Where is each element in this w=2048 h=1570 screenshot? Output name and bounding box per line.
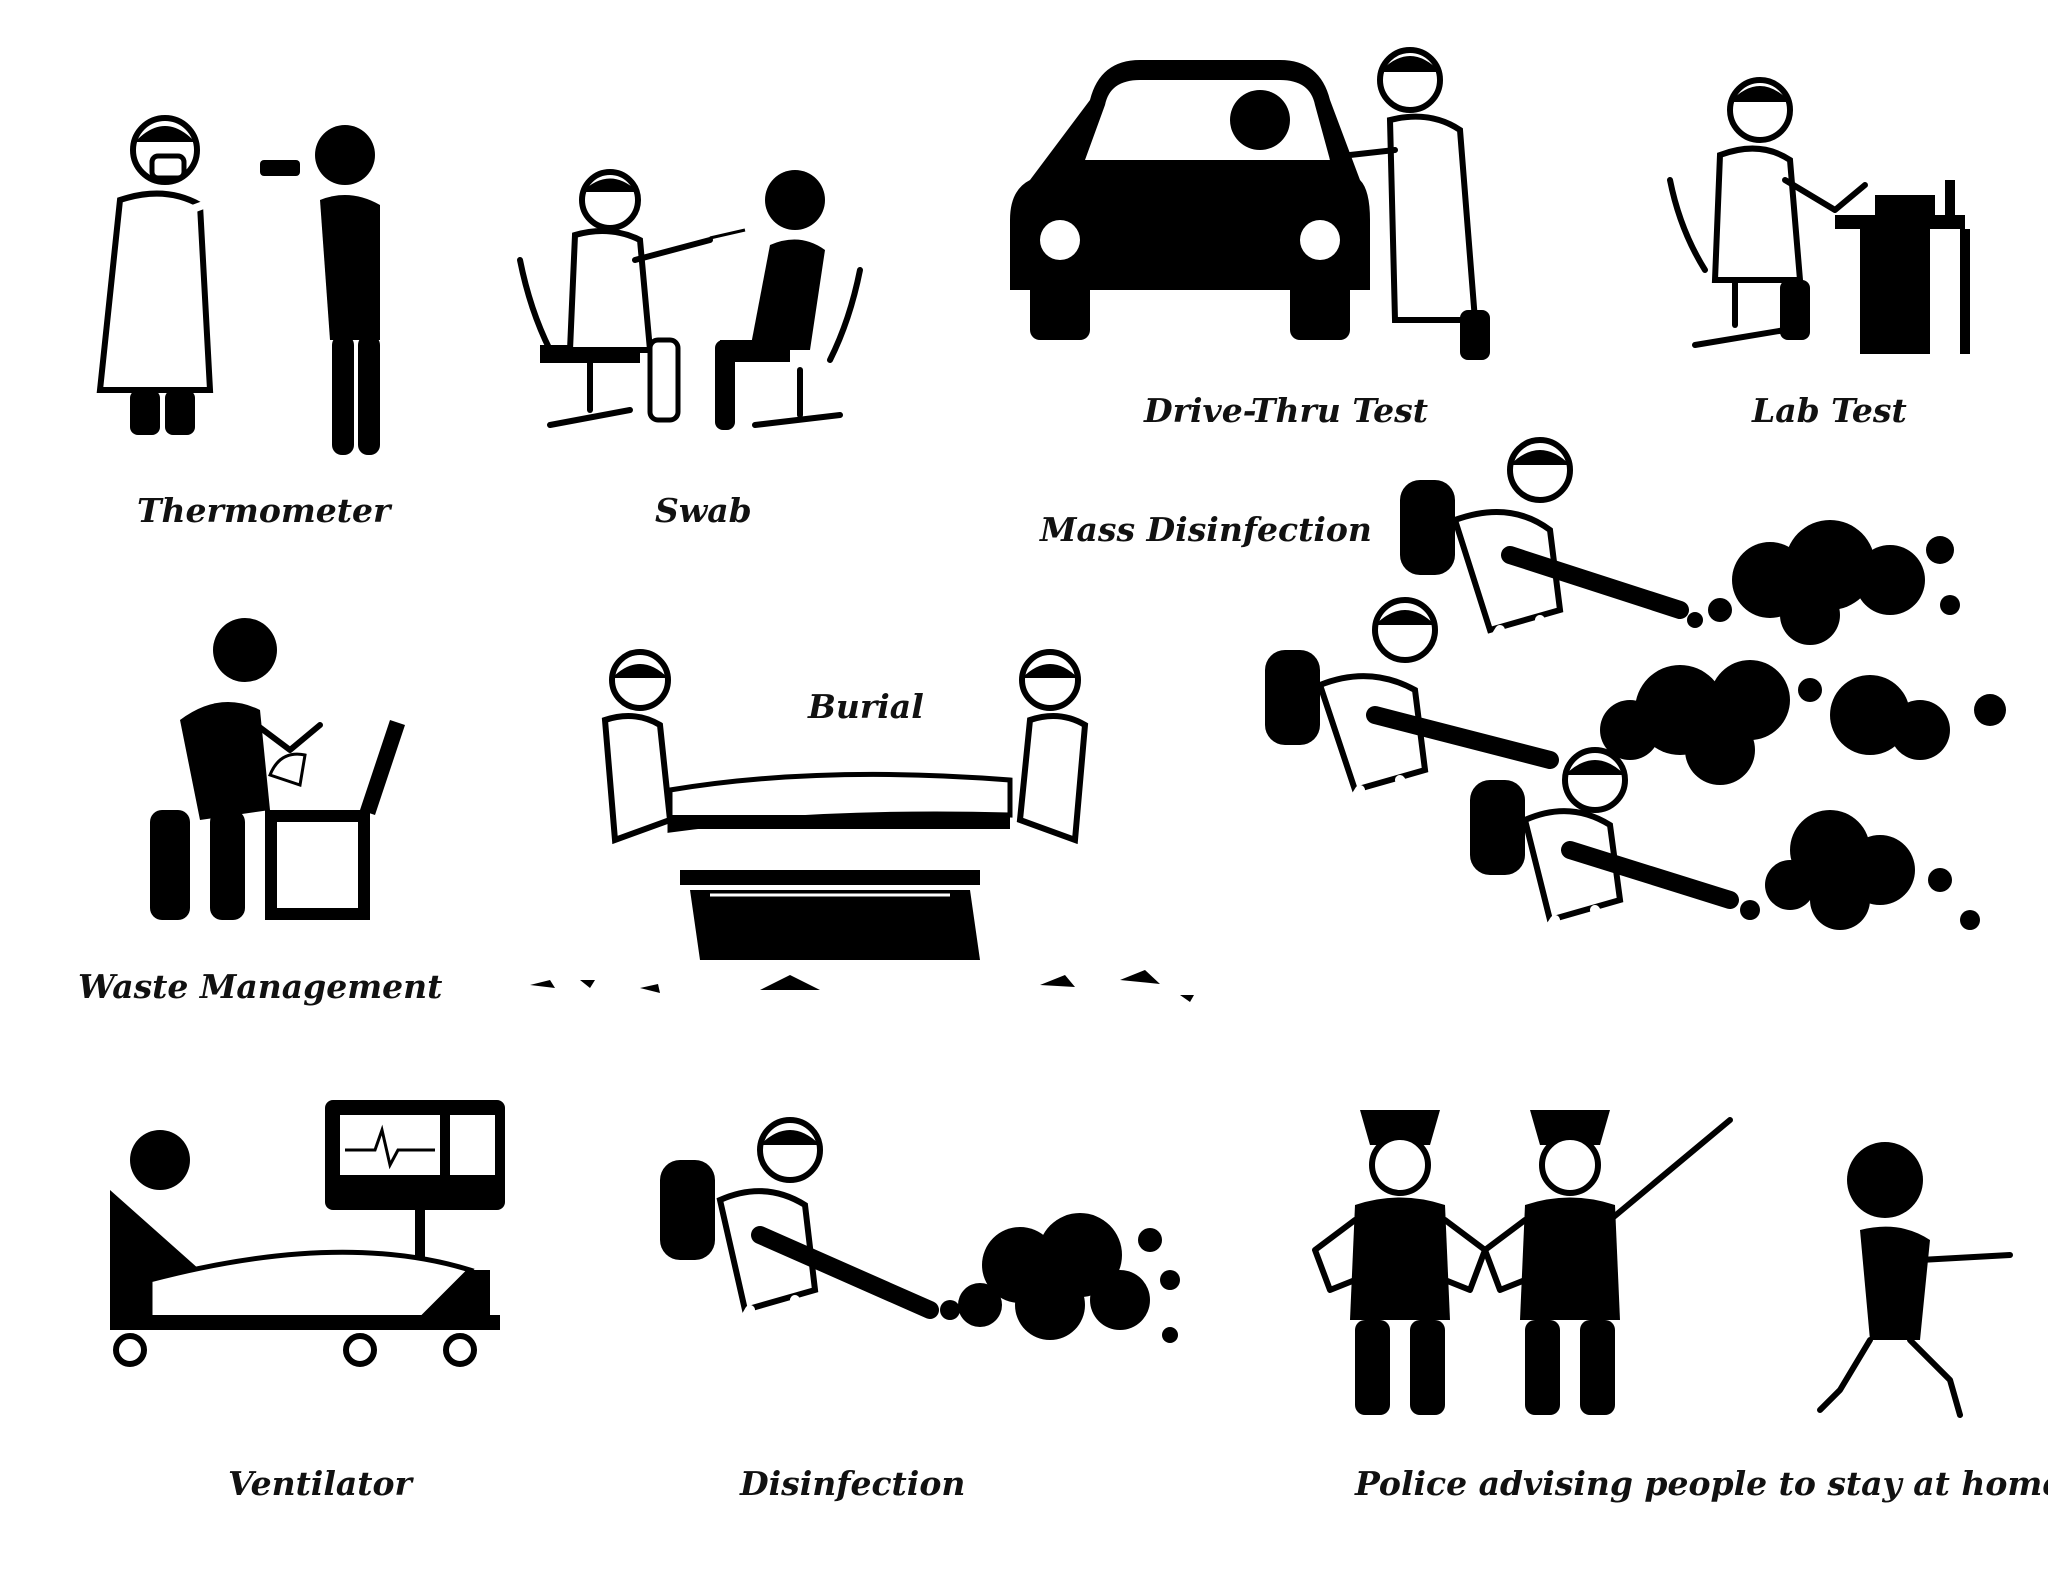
disinfection-panel: [650, 1110, 1210, 1440]
swab-scene-icon: [517, 169, 863, 430]
ventilator-label: Ventilator: [228, 1464, 412, 1503]
drive-thru-test-scene-icon: [1010, 47, 1490, 360]
thermometer-scene-icon: [96, 115, 380, 455]
lab-test-label: Lab Test: [1752, 391, 1907, 430]
waste-management-panel: [130, 610, 430, 930]
waste-management-scene-icon: [150, 618, 405, 920]
disinfection-label: Disinfection: [740, 1464, 966, 1503]
burial-panel: [520, 640, 1220, 1010]
drive-thru-test-panel: [1010, 40, 1570, 370]
thermometer-label: Thermometer: [137, 491, 391, 530]
ventilator-panel: [90, 1090, 550, 1380]
drive-thru-test-label: Drive-Thru Test: [1144, 391, 1428, 430]
mass-disinfection-panel: [1250, 430, 2030, 1050]
lab-test-scene-icon: [1667, 77, 1970, 354]
thermometer-panel: [80, 110, 410, 470]
police-panel: [1300, 1090, 2030, 1420]
police-advising-label: Police advising people to stay at home: [1355, 1464, 2048, 1503]
disinfection-scene-icon: [660, 1117, 1180, 1425]
mass-disinfection-scene-icon: [1265, 437, 2006, 1025]
ventilator-scene-icon: [110, 1100, 505, 1367]
burial-scene-icon: [525, 649, 1194, 1002]
lab-test-panel: [1660, 60, 1990, 370]
swab-panel: [510, 160, 880, 460]
swab-label: Swab: [655, 491, 752, 530]
burial-label: Burial: [808, 687, 924, 726]
police-scene-icon: [1312, 1110, 2013, 1418]
waste-management-label: Waste Management: [78, 967, 443, 1006]
mass-disinfection-label: Mass Disinfection: [1040, 510, 1372, 549]
